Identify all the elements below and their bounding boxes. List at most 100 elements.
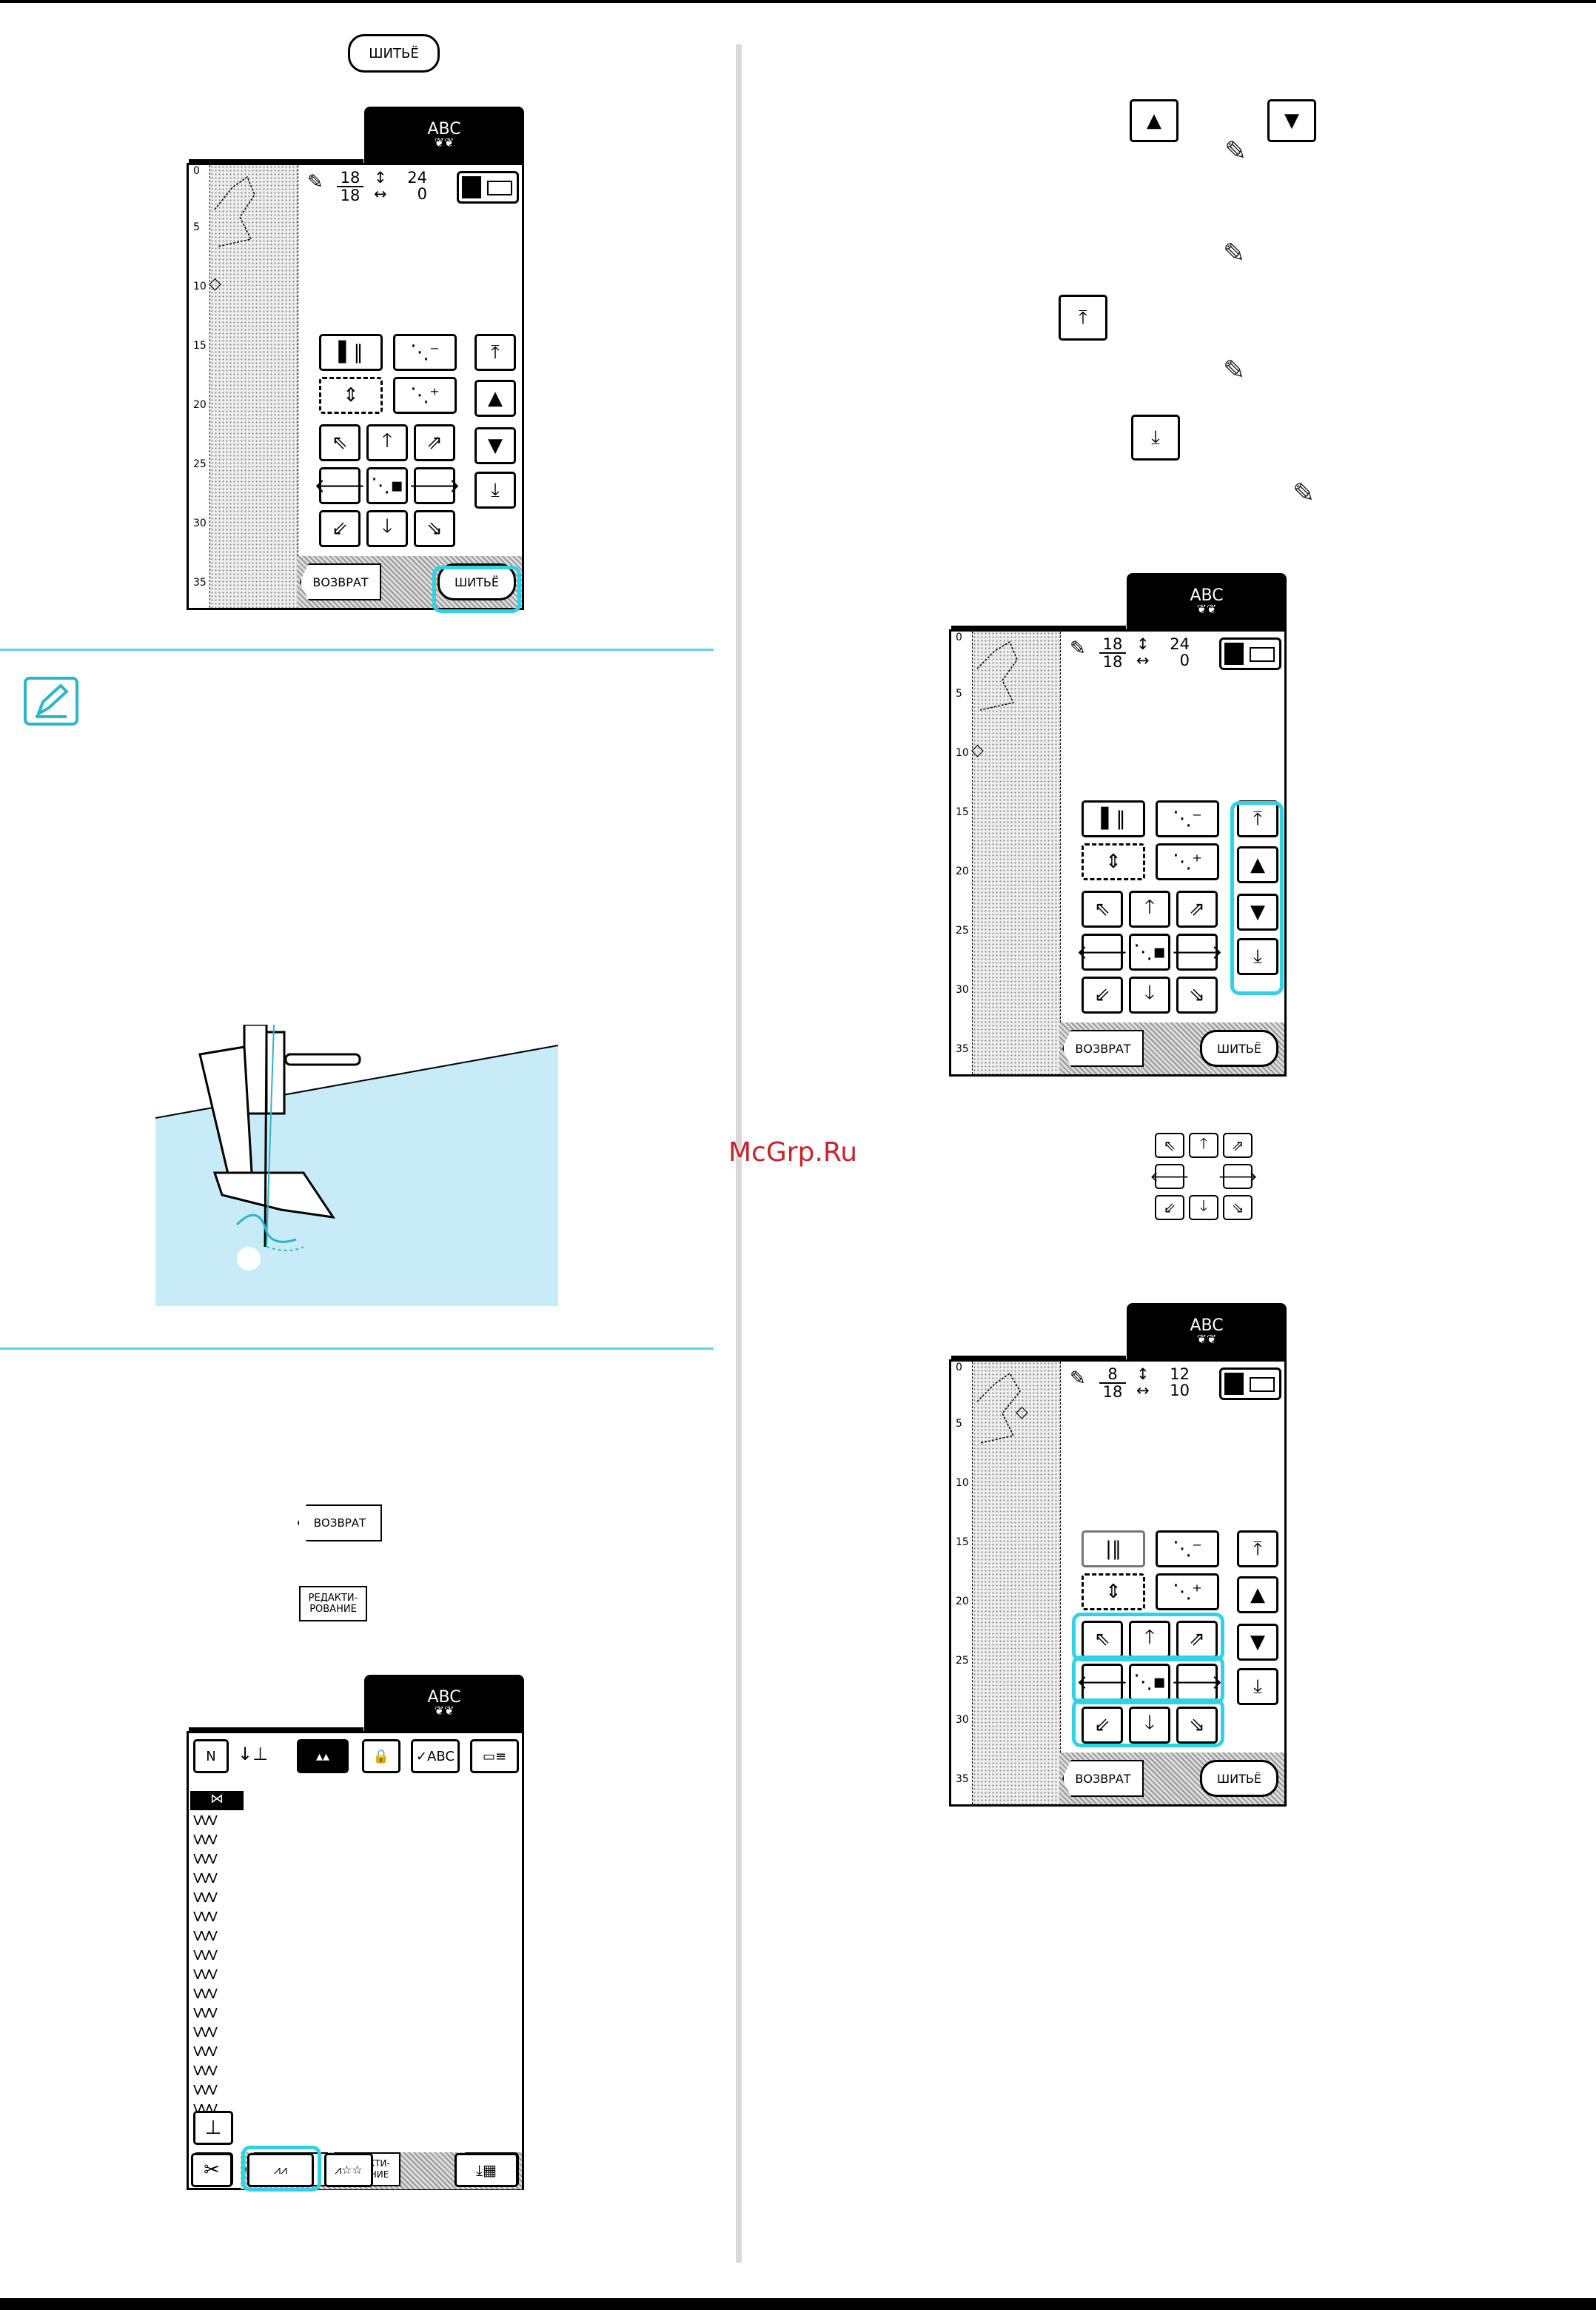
single-triple-stitch-button[interactable]: ▌‖ [1082,800,1145,837]
move-block-button[interactable]: ⇕ [1082,843,1145,880]
to-last-stitch-button[interactable]: ⤓ [1237,938,1278,975]
back-button[interactable]: ВОЗВРАТ [300,563,381,600]
arrow-down-left-button[interactable]: ⇙ [1082,977,1123,1014]
arrow-left-button[interactable]: 🡐 [314,467,366,504]
memory-button[interactable]: ▭≡ [470,1739,519,1773]
arrow-right-button[interactable]: 🡒 [1171,934,1223,971]
bottom-arrow-icon[interactable]: ⤓ [1131,415,1180,461]
prev-stitch-button[interactable]: ▲ [475,380,516,417]
view-mode-button[interactable] [1219,1367,1281,1400]
arrow-up-button[interactable]: 🡑 [1129,891,1170,928]
arrow-down-left-button[interactable]: ⇙ [1082,1707,1123,1744]
arrow-up-button[interactable]: 🡑 [366,424,408,461]
view-mode-button[interactable] [457,171,519,204]
arrow-up-left-button[interactable]: ⇖ [319,424,361,461]
sew-button[interactable]: ШИТЬЁ [437,563,516,600]
set-point-button[interactable]: ⋱▪ [1129,934,1170,971]
list-item[interactable]: ᐯᐯᐯ [193,2025,218,2040]
arrow-up-left-button[interactable]: ⇖ [1082,891,1123,928]
next-stitch-button[interactable]: ▼ [1237,1624,1278,1661]
selected-pattern[interactable]: ⋈ [190,1791,244,1810]
back-button[interactable]: ВОЗВРАТ [1062,1030,1144,1067]
list-item[interactable]: ᐯᐯᐯ [193,1929,218,1944]
stitch-mode-button[interactable]: ▴▴ [297,1739,349,1773]
arrow-down-icon[interactable]: 🡓 [1189,1195,1218,1220]
view-mode-button[interactable] [1219,637,1281,670]
sew-button[interactable]: ШИТЬЁ [1200,1030,1278,1067]
pattern-insert-button[interactable]: ⤓▦ [455,2153,518,2187]
presser-foot-button[interactable]: N [193,1739,229,1773]
insert-point-button[interactable]: ⋱⁺ [393,377,457,414]
list-item[interactable]: ᐯᐯᐯ [193,2083,218,2098]
up-arrow-icon[interactable]: ▲ [1130,99,1178,142]
top-arrow-icon[interactable]: ⤒ [1059,295,1107,341]
move-block-button[interactable]: ⇕ [319,377,383,414]
arrow-down-left-icon[interactable]: ⇙ [1155,1195,1184,1220]
arrow-up-right-button[interactable]: ⇗ [1176,891,1218,928]
lock-button[interactable]: 🔒 [362,1739,400,1773]
list-item[interactable]: ᐯᐯᐯ [193,2006,218,2021]
back-button[interactable]: ВОЗВРАТ [1062,1760,1144,1797]
arrow-down-right-icon[interactable]: ⇘ [1223,1195,1253,1220]
delete-point-button[interactable]: ⋱⁻ [393,334,457,371]
arrow-right-button[interactable]: 🡒 [409,467,460,504]
arrow-left-icon[interactable]: 🡐 [1150,1164,1190,1189]
single-triple-stitch-button[interactable]: ▌‖ [319,334,383,371]
list-item[interactable]: ᐯᐯᐯ [193,1871,218,1886]
list-item[interactable]: ᐯᐯᐯ [193,1852,218,1867]
sew-button-inline[interactable]: ШИТЬЁ [348,34,440,73]
list-item[interactable]: ᐯᐯᐯ [193,2044,218,2060]
prev-stitch-button[interactable]: ▲ [1237,1576,1278,1613]
decorative-stitch-button[interactable]: ⩘☆☆ [324,2153,373,2187]
arrow-down-button[interactable]: 🡓 [366,510,408,547]
to-first-stitch-button[interactable]: ⤒ [1237,1530,1278,1567]
arrow-up-icon[interactable]: 🡑 [1189,1133,1218,1158]
reverse-stitch-button[interactable]: ⊥ [193,2111,233,2145]
insert-point-button[interactable]: ⋱⁺ [1156,1573,1219,1610]
list-item[interactable]: ᐯᐯᐯ [193,1832,218,1848]
arrow-up-right-button[interactable]: ⇗ [1176,1621,1218,1658]
list-item[interactable]: ᐯᐯᐯ [193,1948,218,1964]
arrow-right-icon[interactable]: 🡒 [1218,1164,1258,1189]
set-point-button[interactable]: ⋱▪ [366,467,408,504]
back-button-inline[interactable]: ВОЗВРАТ [298,1504,382,1541]
arrow-left-button[interactable]: 🡐 [1076,934,1128,971]
list-item[interactable]: ᐯᐯᐯ [193,1986,218,2002]
list-item[interactable]: ᐯᐯᐯ [193,1890,218,1906]
list-item[interactable]: ᐯᐯᐯ [193,1813,218,1829]
single-triple-stitch-button[interactable]: |‖ [1082,1530,1145,1567]
arrow-down-right-button[interactable]: ⇘ [1176,977,1218,1014]
arrow-up-right-button[interactable]: ⇗ [414,424,455,461]
to-last-stitch-button[interactable]: ⤓ [475,472,516,509]
next-stitch-button[interactable]: ▼ [1237,894,1278,931]
stitch-pattern-button[interactable]: ⩘⩘ [247,2153,314,2187]
sew-button[interactable]: ШИТЬЁ [1200,1760,1278,1797]
list-item[interactable]: ᐯᐯᐯ [193,2063,218,2079]
to-first-stitch-button[interactable]: ⤒ [475,334,516,371]
arrow-up-left-button[interactable]: ⇖ [1082,1621,1123,1658]
edit-button-inline[interactable]: РЕДАКТИ- РОВАНИЕ [299,1586,367,1621]
delete-point-button[interactable]: ⋱⁻ [1156,1530,1219,1567]
arrow-down-button[interactable]: 🡓 [1129,1707,1170,1744]
arrow-down-right-button[interactable]: ⇘ [1176,1707,1218,1744]
arrow-down-right-button[interactable]: ⇘ [414,510,455,547]
move-block-button[interactable]: ⇕ [1082,1573,1145,1610]
next-stitch-button[interactable]: ▼ [475,427,516,464]
list-item[interactable]: ᐯᐯᐯ [193,1909,218,1925]
delete-point-button[interactable]: ⋱⁻ [1156,800,1219,837]
list-item[interactable]: ᐯᐯᐯ [193,1967,218,1983]
prev-stitch-button[interactable]: ▲ [1237,846,1278,883]
arrow-down-left-button[interactable]: ⇙ [319,510,361,547]
scissors-icon[interactable]: ✂ [191,2153,232,2187]
fabric-grid[interactable]: ◇ [971,632,1061,1074]
fabric-grid[interactable]: ◇ [209,165,298,608]
arrow-up-button[interactable]: 🡑 [1129,1621,1170,1658]
to-last-stitch-button[interactable]: ⤓ [1237,1668,1278,1705]
down-arrow-icon[interactable]: ▼ [1267,99,1316,142]
fabric-grid[interactable]: ◇ [972,1362,1061,1804]
arrow-down-button[interactable]: 🡓 [1129,977,1170,1014]
check-abc-button[interactable]: ✓ABC [411,1739,460,1773]
arrow-up-right-icon[interactable]: ⇗ [1223,1133,1253,1158]
arrow-right-button[interactable]: 🡒 [1171,1664,1223,1701]
insert-point-button[interactable]: ⋱⁺ [1156,843,1219,880]
